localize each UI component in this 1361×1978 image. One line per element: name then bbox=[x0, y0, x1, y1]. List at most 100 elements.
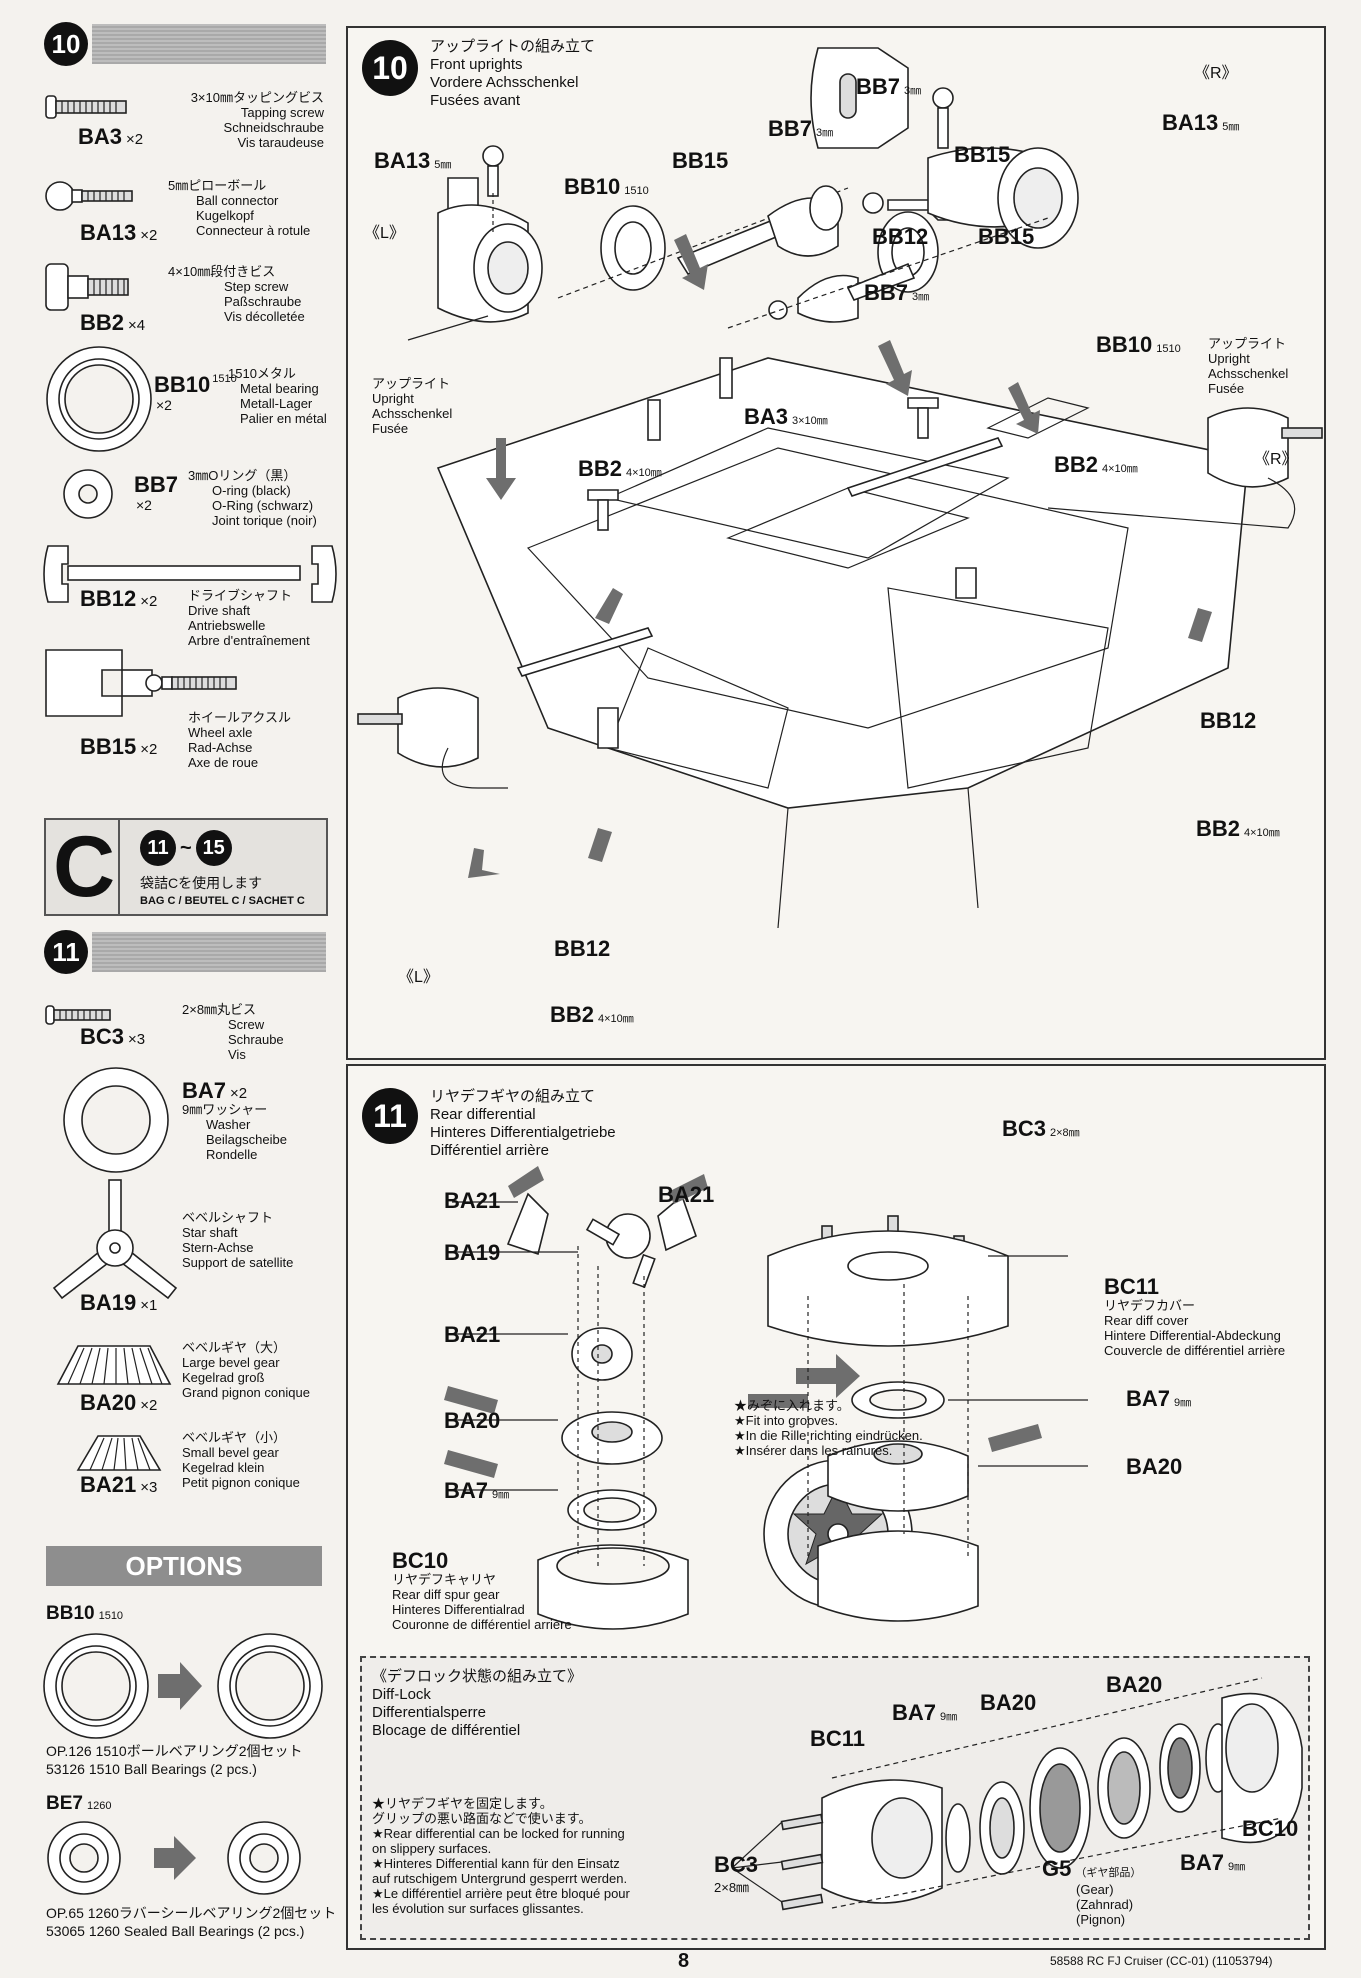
part-count: ×2 bbox=[136, 497, 152, 513]
left-marker: 《L》 bbox=[364, 225, 405, 242]
part-code: BA13×2 bbox=[80, 220, 158, 245]
label-bc10: BC10 bbox=[1242, 1816, 1299, 1841]
label-bc3-size: 2×8㎜ bbox=[714, 1880, 750, 1895]
label-ba21: BA21 bbox=[444, 1322, 501, 1347]
part-code: BA7×2 bbox=[182, 1078, 248, 1103]
step-screw-icon bbox=[45, 263, 129, 311]
bag-letter: C bbox=[50, 820, 120, 914]
label-bc11: BC11 bbox=[810, 1726, 866, 1751]
part-code: BA19×1 bbox=[80, 1290, 158, 1315]
step-11-badge: 11 bbox=[362, 1088, 418, 1144]
screw-icon bbox=[45, 1005, 111, 1025]
metal-bearing-icon bbox=[46, 346, 152, 452]
label-g5: G5（ギヤ部品） bbox=[1042, 1856, 1142, 1881]
label-bb12: BB12 bbox=[1200, 708, 1257, 733]
label-ba21: BA21 bbox=[658, 1182, 715, 1207]
step-10-bar bbox=[92, 24, 326, 64]
part-description: 3㎜Oリング（黒）O-ring (black)O-Ring (schwarz)J… bbox=[188, 468, 317, 528]
part-code: BB15×2 bbox=[80, 734, 158, 759]
part-code: BB12×2 bbox=[80, 586, 158, 611]
large-bevel-gear-icon bbox=[56, 1345, 172, 1385]
label-ba20: BA20 bbox=[1126, 1454, 1183, 1479]
label-ba19: BA19 bbox=[444, 1240, 501, 1265]
diff-lock-notes: ★リヤデフギヤを固定します。グリップの悪い路面などで使います。★Rear dif… bbox=[372, 1796, 630, 1916]
front-upright-assembly-diagram bbox=[357, 47, 1323, 929]
options-header: OPTIONS bbox=[46, 1546, 322, 1586]
right-marker: 《R》 bbox=[1194, 65, 1238, 82]
option-en: 53126 1510 Ball Bearings (2 pcs.) bbox=[46, 1761, 257, 1777]
part-code: BB7 bbox=[134, 472, 179, 497]
part-count: ×2 bbox=[156, 397, 172, 413]
bag-range: 11 ~ 15 bbox=[140, 830, 232, 866]
tapping-screw-icon bbox=[45, 95, 127, 119]
chassis-diagram bbox=[357, 357, 1323, 929]
part-code: BA20×2 bbox=[80, 1390, 158, 1415]
page-number: 8 bbox=[678, 1950, 690, 1972]
label-ba20: BA20 bbox=[1106, 1672, 1163, 1697]
part-code: BA3×2 bbox=[78, 124, 144, 149]
rear-differential-diagram bbox=[444, 1166, 1088, 1630]
wheel-axle-icon bbox=[45, 649, 237, 717]
label-bb15: BB15 bbox=[978, 224, 1035, 249]
label-bb15: BB15 bbox=[954, 142, 1011, 167]
option-jp: OP.126 1510ボールベアリング2個セット bbox=[46, 1743, 303, 1759]
label-ba20: BA20 bbox=[444, 1408, 501, 1433]
part-code: BA21×3 bbox=[80, 1472, 158, 1497]
part-code: BC3×3 bbox=[80, 1024, 146, 1049]
drive-shaft-icon bbox=[43, 545, 337, 603]
part-code: BB2×4 bbox=[80, 310, 146, 335]
label-bb12: BB12 bbox=[872, 224, 929, 249]
star-shaft-icon bbox=[52, 1179, 178, 1300]
bearing-upgrade-icon bbox=[43, 1633, 323, 1739]
g5-desc: (Gear)(Zahnrad)(Pignon) bbox=[1076, 1882, 1134, 1927]
diff-lock-diagram bbox=[731, 1677, 1303, 1911]
step-number: 10 bbox=[51, 28, 81, 59]
document-reference: 58588 RC FJ Cruiser (CC-01) (11053794) bbox=[1050, 1954, 1273, 1968]
left-upright-exploded bbox=[407, 145, 1049, 341]
label-ba21: BA21 bbox=[444, 1188, 501, 1213]
right-upright-exploded bbox=[727, 47, 1079, 329]
sealed-bearing-upgrade-icon bbox=[47, 1821, 301, 1895]
label-bb15: BB15 bbox=[672, 148, 729, 173]
label-bb12: BB12 bbox=[554, 936, 611, 961]
washer-icon bbox=[63, 1067, 169, 1173]
step-10-badge: 10 bbox=[362, 40, 418, 96]
step-10-badge-left: 10 bbox=[44, 22, 88, 66]
small-bevel-gear-icon bbox=[76, 1435, 162, 1471]
